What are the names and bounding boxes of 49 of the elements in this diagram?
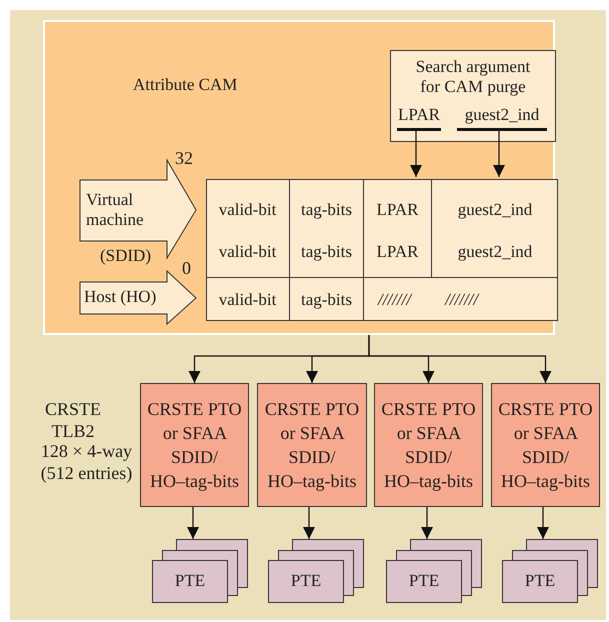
box-text: CRSTE PTO or SFAA SDID/ HO–tag-bits: [497, 398, 594, 493]
arrow: [537, 507, 549, 539]
cell-text: guest2_ind: [458, 200, 532, 220]
pte-stack: [386, 539, 482, 603]
search-argument-box: [390, 50, 556, 142]
panel-title: Attribute CAM: [133, 75, 238, 95]
pte-stack: [268, 539, 364, 603]
annotation-text: 0: [182, 258, 191, 278]
tlb-entry-box: [374, 383, 483, 507]
cell-text: tag-bits: [301, 242, 352, 262]
arrow: [410, 129, 422, 177]
arrow-label: Virtual machine: [86, 190, 145, 230]
hatch-mark: ///////: [445, 290, 478, 310]
cell-text: LPAR: [376, 200, 418, 220]
tlb-entry-box: [257, 383, 367, 507]
pte-stack: [502, 539, 598, 603]
hatch-mark: ///////: [378, 290, 412, 310]
field-label: LPAR: [397, 103, 441, 131]
arrow: [303, 507, 315, 539]
box-text: CRSTE PTO or SFAA SDID/ HO–tag-bits: [146, 398, 243, 493]
stack-label: PTE: [408, 571, 440, 591]
tlb-entry-box: [140, 383, 249, 507]
cell-text: tag-bits: [301, 290, 352, 310]
beside-text: (SDID): [100, 246, 151, 266]
pte-stack: [152, 539, 248, 603]
cam-panel: [43, 20, 555, 335]
stack-label: PTE: [174, 571, 206, 591]
stack-label: PTE: [290, 571, 322, 591]
stack-label: PTE: [524, 571, 556, 591]
cell-text: LPAR: [376, 242, 418, 262]
cell-text: valid-bit: [218, 200, 276, 220]
arrow: [493, 129, 505, 177]
arrow: [421, 507, 433, 539]
cam-table: [206, 179, 558, 321]
box-title: Search argument for CAM purge: [414, 57, 532, 97]
arrow: [187, 507, 199, 539]
cell-text: tag-bits: [301, 200, 352, 220]
annotation-text: 128 × 4-way (512 entries): [40, 440, 134, 484]
field-label: guest2_ind: [457, 103, 547, 131]
annotation-text: 32: [175, 148, 193, 168]
cell-text: guest2_ind: [458, 242, 532, 262]
box-text: CRSTE PTO or SFAA SDID/ HO–tag-bits: [380, 398, 477, 493]
cell-text: valid-bit: [218, 242, 276, 262]
cell-text: valid-bit: [218, 290, 276, 310]
box-text: CRSTE PTO or SFAA SDID/ HO–tag-bits: [264, 398, 360, 493]
tlb-entry-box: [491, 383, 600, 507]
annotation-text: CRSTE TLB2: [44, 398, 102, 442]
arrow: [368, 335, 552, 383]
arrow-label: Host (HO): [84, 287, 156, 307]
